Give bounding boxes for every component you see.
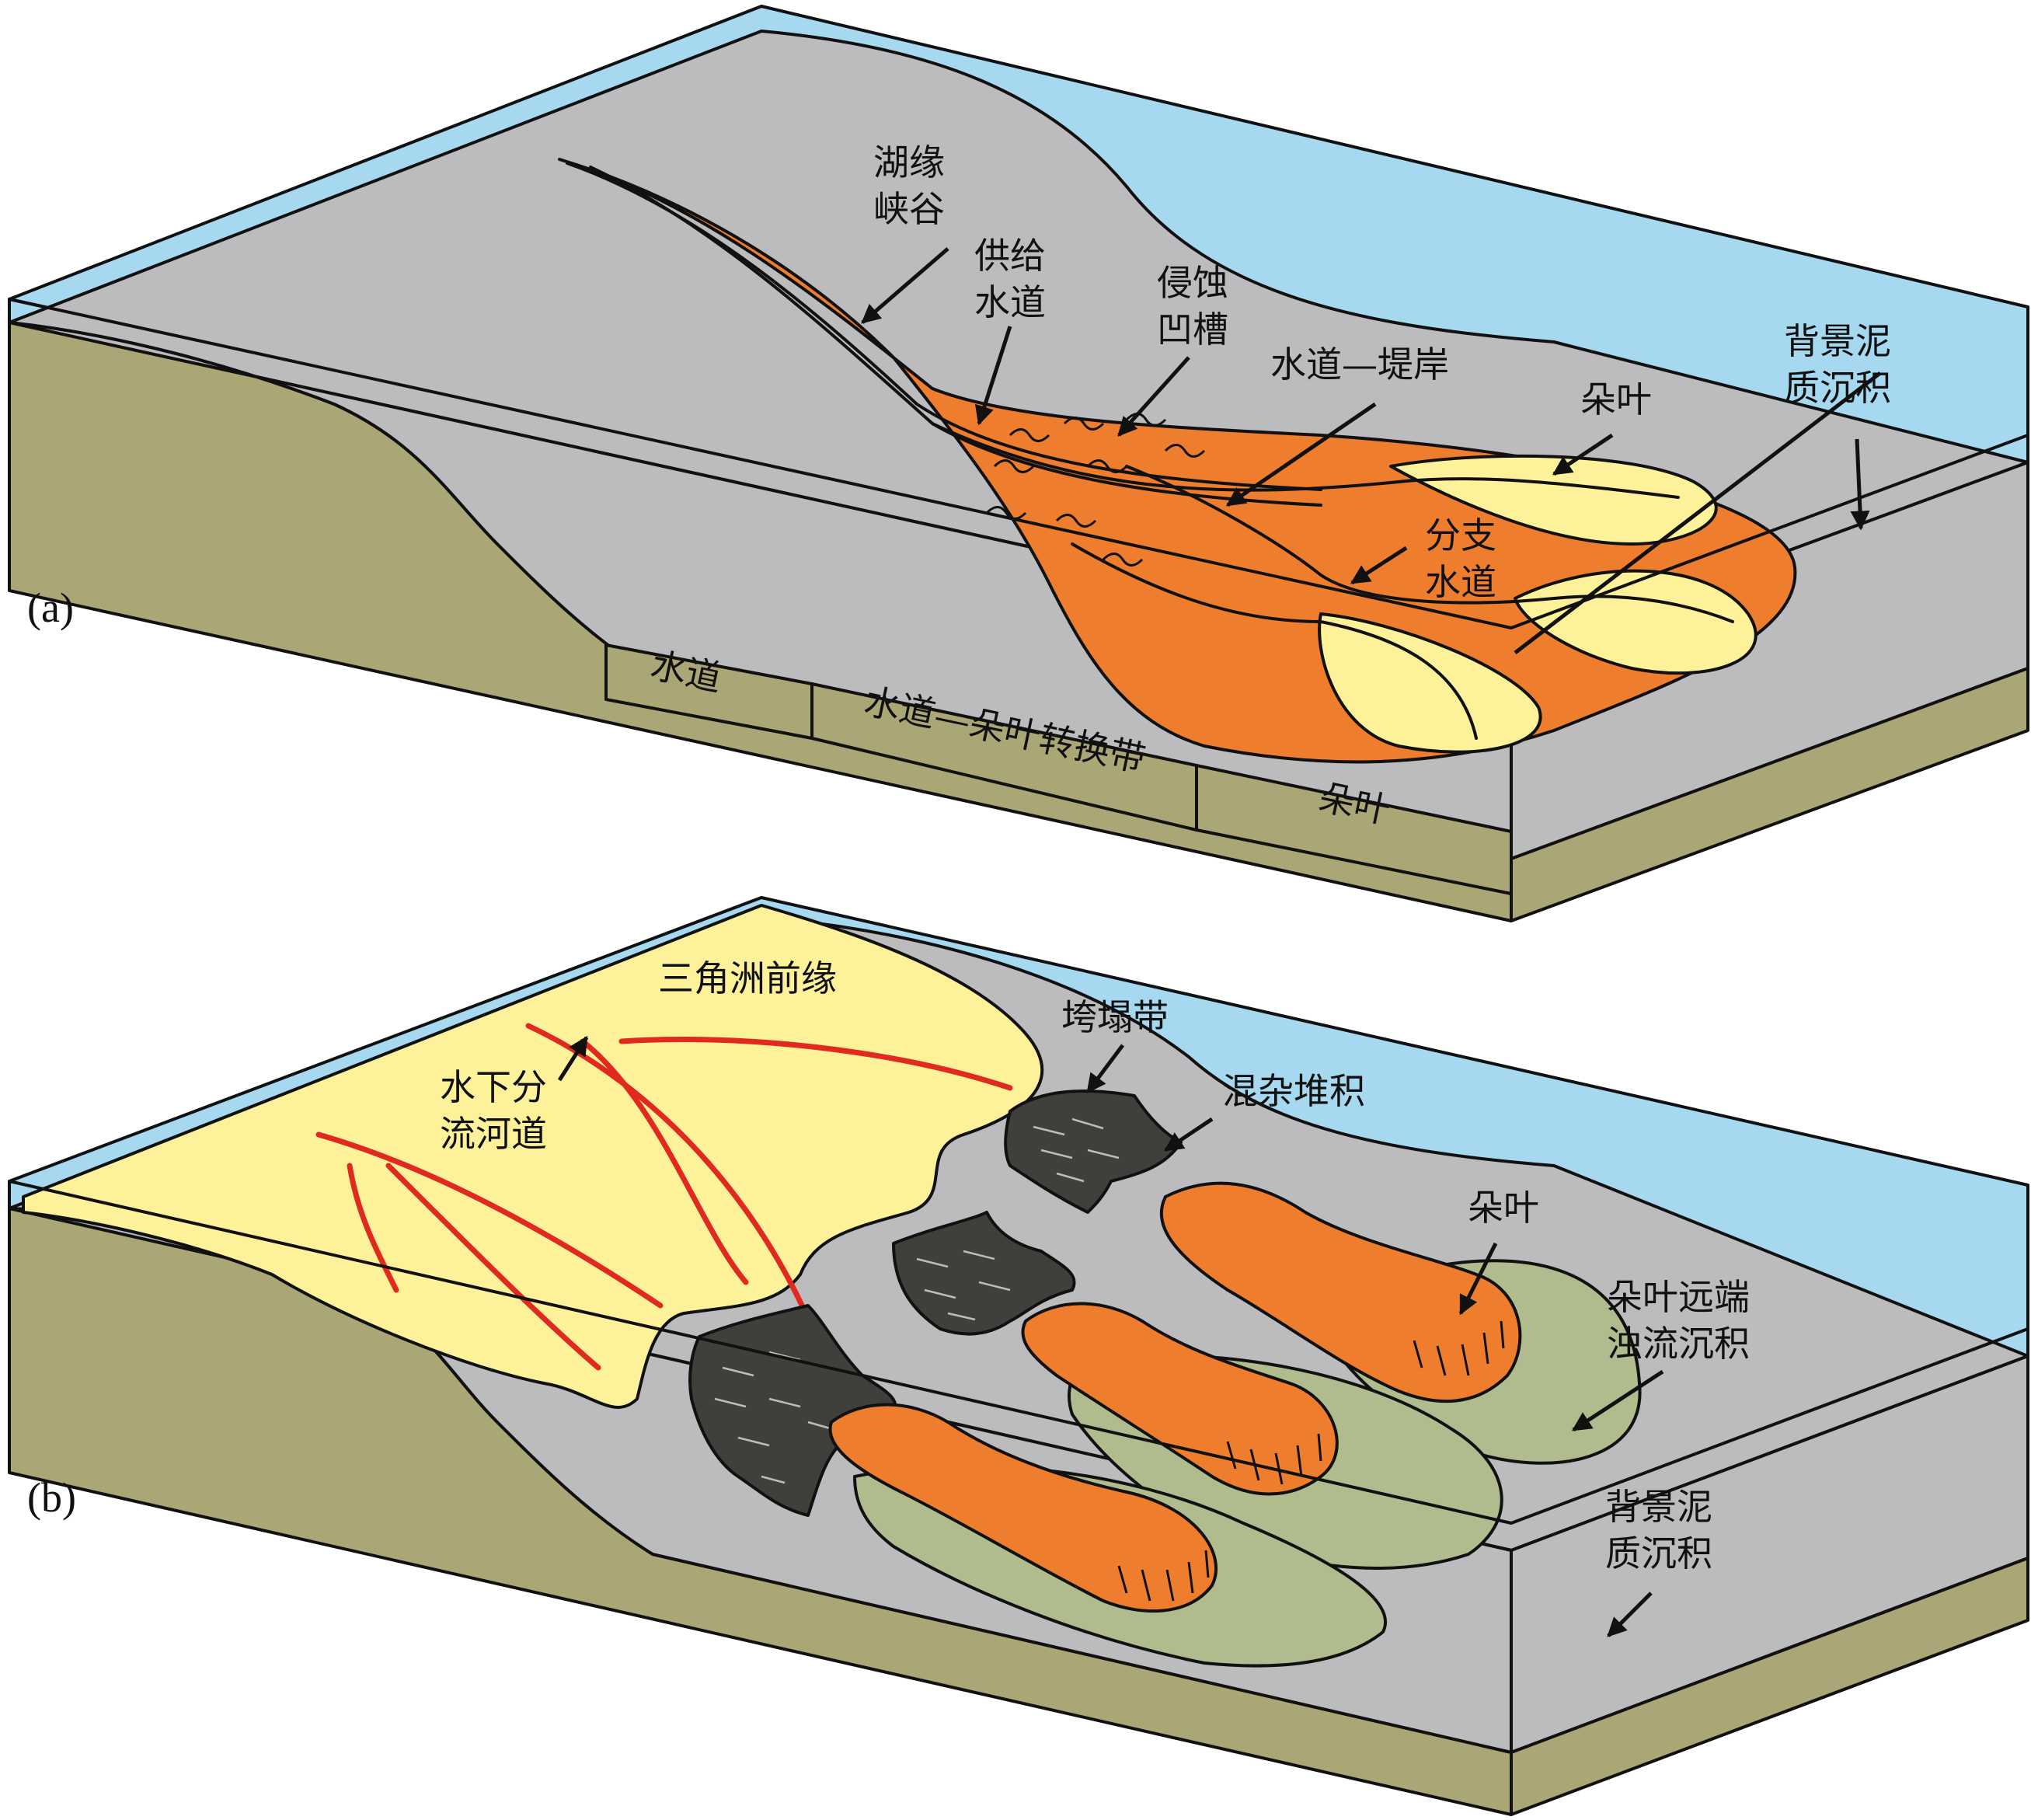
panel-b-labels: 三角洲前缘 水下分 流河道 垮塌带 混杂堆积 朵叶 朵叶远端 浊流沉积 背景泥 … [27,957,1750,1574]
label-feeder-1: 供给 [974,235,1046,277]
panel-a-section-line [8,298,2029,629]
label-bg-mud-b-2: 质沉积 [1605,1532,1712,1574]
branch-channel-3 [1071,542,1478,740]
panel-b-section-line [8,1180,2029,1525]
slump-texture [714,1117,1120,1484]
label-bg-mud-a-1: 背景泥 [1784,320,1891,362]
label-underwater-2: 流河道 [440,1113,547,1155]
label-feeder-2: 水道 [974,281,1046,323]
label-erosion-1: 侵蚀 [1157,262,1228,304]
panel-a-tag: (a) [27,584,74,631]
label-lobe-a: 朵叶 [1580,378,1652,420]
erosion-trough-marks [985,413,1206,567]
label-bg-mud-b-1: 背景泥 [1605,1486,1712,1528]
lobe-b-middle [1021,1302,1339,1496]
panel-a-base-right [1510,667,2029,922]
label-distal-2: 浊流沉积 [1607,1323,1750,1365]
label-delta-front: 三角洲前缘 [658,957,837,999]
panel-b-block: 三角洲前缘 水下分 流河道 垮塌带 混杂堆积 朵叶 朵叶远端 浊流沉积 背景泥 … [8,896,2029,1816]
label-branch-1: 分支 [1425,514,1496,556]
zone-box-lobe [1195,764,1513,895]
panel-b-tag: (b) [27,1474,76,1521]
lobe-b-lower [828,1403,1218,1613]
branch-channel-2 [1125,465,1734,623]
label-chaotic: 混杂堆积 [1222,1070,1365,1112]
panel-a-gray-fill [8,321,1513,860]
lobe-b-upper [1159,1181,1522,1403]
panel-b-base-right [1510,1557,2029,1816]
panel-a-arrows [861,247,1882,654]
slump-block-2 [892,1211,1076,1336]
label-underwater-1: 水下分 [440,1066,547,1108]
panel-a-labels: 湖缘 峡谷 供给 水道 侵蚀 凹槽 水道—堤岸 朵叶 分支 水道 背景泥 质沉积… [27,141,1891,832]
label-erosion-2: 凹槽 [1157,309,1228,350]
label-valley-1: 湖缘 [873,141,945,183]
lobe-lower [1318,612,1542,754]
label-distal-1: 朵叶远端 [1607,1276,1750,1318]
label-branch-2: 水道 [1425,561,1496,603]
label-lobe-b: 朵叶 [1468,1187,1539,1229]
label-channel-levee: 水道—堤岸 [1270,343,1449,385]
branch-channel-1 [931,422,1680,499]
panel-b-arrows [557,1035,1664,1637]
label-valley-2: 峡谷 [873,188,945,230]
label-bg-mud-a-2: 质沉积 [1784,367,1891,409]
label-slump-zone: 垮塌带 [1061,996,1169,1038]
panel-a-block: 湖缘 峡谷 供给 水道 侵蚀 凹槽 水道—堤岸 朵叶 分支 水道 背景泥 质沉积… [8,5,2029,922]
